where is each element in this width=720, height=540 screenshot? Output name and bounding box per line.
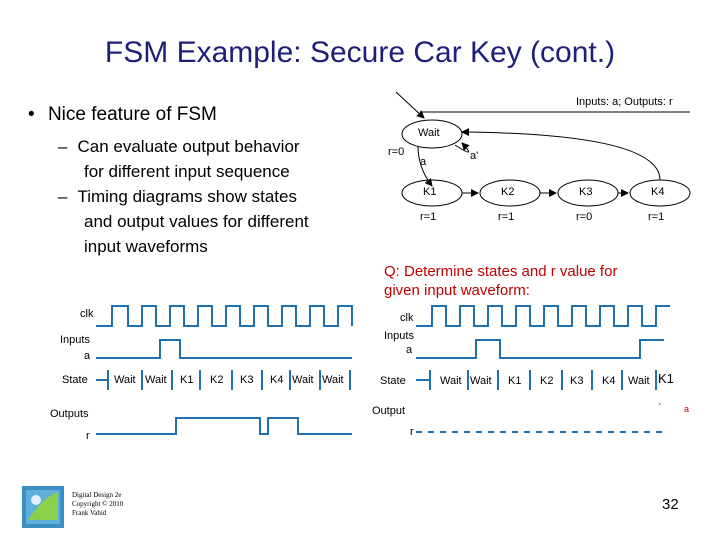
- bullet-marker: •: [28, 104, 35, 125]
- right-state-value: Wait: [470, 375, 492, 387]
- page-number: 32: [662, 496, 679, 513]
- left-input-a-wave: [96, 339, 352, 359]
- right-output-label: Output: [372, 405, 406, 417]
- left-clk-wave: [96, 305, 353, 327]
- right-state-value: Wait: [628, 375, 650, 387]
- right-timing-diagram: [416, 305, 670, 433]
- k2-output-label: r=1: [498, 211, 515, 223]
- credit-line: Copyright © 2010: [72, 500, 124, 508]
- edge-a-not-loop: [454, 142, 470, 153]
- left-timing-diagram: [96, 305, 353, 435]
- slide-title: FSM Example: Secure Car Key (cont.): [104, 36, 616, 69]
- edge-a-not-label: a': [470, 150, 479, 162]
- edge-k4-wait: [461, 128, 661, 181]
- left-state-value: Wait: [114, 374, 136, 386]
- left-state-value: Wait: [292, 374, 314, 386]
- right-r-label: r: [410, 426, 414, 438]
- bullet-main: • Nice feature of FSM: [28, 104, 217, 126]
- book-logo: [22, 486, 64, 528]
- right-state-value: K1: [658, 371, 674, 386]
- sub-bullet-dash: –: [58, 187, 68, 206]
- left-a-label: a: [84, 350, 91, 362]
- left-r-label: r: [86, 430, 90, 442]
- left-state-value: K2: [210, 374, 224, 386]
- sub-bullet-dash: –: [58, 137, 68, 156]
- fsm-diagram: [395, 91, 691, 207]
- left-state-label: State: [62, 374, 88, 386]
- sub-bullet-line: for different input sequence: [84, 162, 290, 181]
- wait-output-label: r=0: [388, 146, 405, 158]
- right-state-value: Wait: [440, 375, 462, 387]
- red-annotation-mark: a: [684, 404, 690, 414]
- edge-a: [417, 145, 433, 187]
- k3-state-label: K3: [579, 186, 593, 198]
- left-state-value: K1: [180, 374, 194, 386]
- question-line: Q: Determine states and r value for: [384, 263, 618, 280]
- copyright-credit: Digital Design 2e Copyright © 2010 Frank…: [72, 491, 123, 518]
- left-state-value: K4: [270, 374, 284, 386]
- sub-bullet-line: Can evaluate output behavior: [77, 137, 300, 156]
- edge-a-label: a: [420, 156, 427, 168]
- right-input-a-wave: [416, 339, 664, 359]
- k4-state-label: K4: [651, 186, 665, 198]
- k1-output-label: r=1: [420, 211, 437, 223]
- credit-line: Digital Design 2e: [72, 491, 122, 499]
- right-state-value: K1: [508, 375, 522, 387]
- left-inputs-label: Inputs: [60, 334, 90, 346]
- left-outputs-label: Outputs: [50, 408, 89, 420]
- k2-state-label: K2: [501, 186, 515, 198]
- wait-state-label: Wait: [418, 127, 440, 139]
- sub-bullet-line: Timing diagrams show states: [77, 187, 297, 206]
- sub-bullet-line: input waveforms: [84, 237, 208, 256]
- question-line: given input waveform:: [384, 282, 530, 299]
- right-state-grid: [416, 370, 657, 390]
- left-state-value: Wait: [322, 374, 344, 386]
- left-state-grid: [96, 370, 351, 390]
- right-state-value: K3: [570, 375, 584, 387]
- sub-bullet-1: –Can evaluate output behavior for differ…: [58, 134, 300, 184]
- sub-bullet-line: and output values for different: [84, 212, 309, 231]
- left-state-value: K3: [240, 374, 254, 386]
- left-output-r-wave: [96, 417, 352, 435]
- right-state-value: K2: [540, 375, 554, 387]
- question-text: Q: Determine states and r value for give…: [384, 262, 617, 300]
- k3-output-label: r=0: [576, 211, 593, 223]
- bullet-text: Nice feature of FSM: [47, 104, 217, 125]
- right-clk-wave: [416, 305, 670, 327]
- credit-line: Frank Vahid: [72, 509, 107, 517]
- right-inputs-label: Inputs: [384, 330, 414, 342]
- sub-bullet-2: –Timing diagrams show states and output …: [58, 184, 309, 259]
- right-clk-label: clk: [400, 312, 414, 324]
- fsm-header-label: Inputs: a; Outputs: r: [576, 96, 673, 108]
- right-state-label: State: [380, 375, 406, 387]
- reset-arrow: [395, 91, 425, 119]
- right-state-value: K4: [602, 375, 616, 387]
- k4-output-label: r=1: [648, 211, 665, 223]
- right-output-dot: ·: [658, 398, 662, 410]
- left-clk-label: clk: [80, 308, 94, 320]
- left-state-value: Wait: [145, 374, 167, 386]
- right-a-label: a: [406, 344, 413, 356]
- k1-state-label: K1: [423, 186, 437, 198]
